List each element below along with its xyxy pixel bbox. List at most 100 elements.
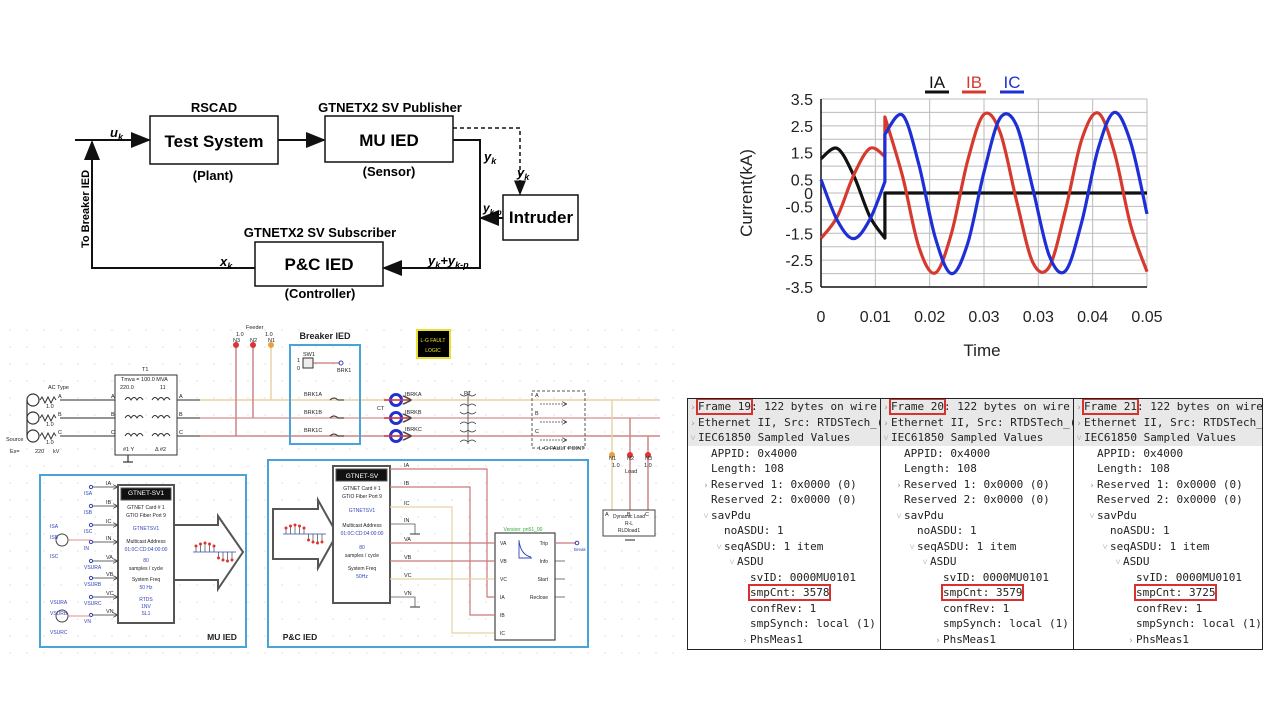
tree-row-asdu[interactable]: ˅ASDU [688,554,880,570]
expand-icon[interactable]: › [1089,480,1095,491]
collapse-icon[interactable]: ˅ [1115,558,1121,568]
collapse-icon[interactable]: ˅ [896,511,902,522]
expand-icon[interactable]: › [1076,418,1082,429]
frame-row[interactable]: ›Frame 20: 122 bytes on wire [881,399,1073,415]
tree-row-savpdu[interactable]: ˅savPdu [881,508,1073,524]
tree-row-svid[interactable]: svID: 0000MU0101 [688,570,880,586]
tree-row-smpsynch[interactable]: smpSynch: local (1) [688,616,880,632]
grid-dot [485,618,487,620]
tree-row-noasdu[interactable]: noASDU: 1 [881,523,1073,539]
tree-row-seqasdu[interactable]: ˅seqASDU: 1 item [688,539,880,555]
tree-row-reserved2[interactable]: Reserved 2: 0x0000 (0) [688,492,880,508]
expand-icon[interactable]: › [690,418,696,429]
tree-row-asdu[interactable]: ˅ASDU [1074,554,1262,570]
grid-dot [94,465,96,467]
collapse-icon[interactable]: ˅ [1089,511,1095,522]
tree-row-svid[interactable]: svID: 0000MU0101 [1074,570,1262,586]
tree-row-noasdu[interactable]: noASDU: 1 [1074,523,1262,539]
tree-row-smpsynch[interactable]: smpSynch: local (1) [881,616,1073,632]
collapse-icon[interactable]: ˅ [690,434,696,444]
tree-row-ethernet[interactable]: ›Ethernet II, Src: RTDSTech_( [688,414,880,430]
collapse-icon[interactable]: ˅ [716,542,722,553]
tree-row-ethernet[interactable]: ›Ethernet II, Src: RTDSTech_( [881,414,1073,430]
grid-dot [570,635,572,637]
expand-icon[interactable]: › [896,480,902,491]
tree-row-reserved1[interactable]: ›Reserved 1: 0x0000 (0) [688,477,880,493]
tree-row-reserved1[interactable]: ›Reserved 1: 0x0000 (0) [1074,477,1262,493]
tree-row-phsmeas[interactable]: ›PhsMeas1 [688,632,880,648]
tree-row-length[interactable]: Length: 108 [688,461,880,477]
y-tick-label: 0 [804,186,813,203]
grid-dot [196,601,198,603]
tree-row-smpcnt[interactable]: smpCnt: 3725 [1074,584,1262,601]
tree-row-appid[interactable]: APPID: 0x4000 [1074,446,1262,462]
frame-row[interactable]: ›Frame 21: 122 bytes on wire [1074,399,1262,415]
tree-row-appid[interactable]: APPID: 0x4000 [881,446,1073,462]
expand-icon[interactable]: › [883,418,889,429]
collapse-icon[interactable]: ˅ [1076,434,1082,444]
tree-row-savpdu[interactable]: ˅savPdu [688,508,880,524]
load-node-label: N3 [645,456,652,462]
grid-dot [655,380,657,382]
sw1-pos: 0 [297,366,300,372]
tree-row-length[interactable]: Length: 108 [881,461,1073,477]
smpcnt-field: smpCnt: 3578 [747,584,832,601]
tree-row-phsmeas[interactable]: ›PhsMeas1 [1074,632,1262,648]
collapse-icon[interactable]: ˅ [922,558,928,568]
expand-icon[interactable]: › [883,403,889,413]
expand-icon[interactable]: › [1128,635,1134,646]
tree-row-svid[interactable]: svID: 0000MU0101 [881,570,1073,586]
tree-row-protocol[interactable]: ˅IEC61850 Sampled Values [688,430,880,446]
tree-row-confrev[interactable]: confRev: 1 [688,601,880,617]
collapse-icon[interactable]: ˅ [883,434,889,444]
grid-dot [349,448,351,450]
tree-row-smpsynch[interactable]: smpSynch: local (1) [1074,616,1262,632]
tree-row-phsmeas[interactable]: ›PhsMeas1 [881,632,1073,648]
load-value: 1.0 [644,463,652,469]
tree-row-confrev[interactable]: confRev: 1 [1074,601,1262,617]
phase-label: B [58,412,62,418]
grid-dot [60,414,62,416]
grid-dot [179,380,181,382]
grid-dot [9,516,11,518]
expand-icon[interactable]: › [742,635,748,646]
tree-row-asdu[interactable]: ˅ASDU [881,554,1073,570]
grid-dot [128,363,130,365]
y-k-dashed-label: yk [516,165,530,182]
collapse-icon[interactable]: ˅ [909,542,915,553]
tree-row-protocol[interactable]: ˅IEC61850 Sampled Values [881,430,1073,446]
expand-icon[interactable]: › [703,480,709,491]
grid-dot [553,346,555,348]
tree-row-protocol[interactable]: ˅IEC61850 Sampled Values [1074,430,1262,446]
tree-row-length[interactable]: Length: 108 [1074,461,1262,477]
tree-row-seqasdu[interactable]: ˅seqASDU: 1 item [881,539,1073,555]
grid-dot [179,431,181,433]
collapse-icon[interactable]: ˅ [1102,542,1108,553]
mu-input-label: ISA [84,491,93,497]
grid-dot [349,652,351,654]
collapse-icon[interactable]: ˅ [703,511,709,522]
collapse-icon[interactable]: ˅ [729,558,735,568]
grid-dot [485,380,487,382]
tree-row-ethernet[interactable]: ›Ethernet II, Src: RTDSTech_( [1074,414,1262,430]
tree-row-smpcnt[interactable]: smpCnt: 3578 [688,584,880,601]
sample-dot [226,559,229,563]
tree-row-confrev[interactable]: confRev: 1 [881,601,1073,617]
expand-icon[interactable]: › [690,403,696,413]
tree-row-reserved2[interactable]: Reserved 2: 0x0000 (0) [1074,492,1262,508]
tree-row-reserved2[interactable]: Reserved 2: 0x0000 (0) [881,492,1073,508]
expand-icon[interactable]: › [1076,403,1082,413]
expand-icon[interactable]: › [935,635,941,646]
grid-dot [434,380,436,382]
grid-dot [128,431,130,433]
grid-dot [400,652,402,654]
tree-row-appid[interactable]: APPID: 0x4000 [688,446,880,462]
tree-row-noasdu[interactable]: noASDU: 1 [688,523,880,539]
tree-row-seqasdu[interactable]: ˅seqASDU: 1 item [1074,539,1262,555]
tree-row-reserved1[interactable]: ›Reserved 1: 0x0000 (0) [881,477,1073,493]
mu-block-text: 01:0C:CD:04:00:00 [125,547,168,553]
tree-row-smpcnt[interactable]: smpCnt: 3579 [881,584,1073,601]
frame-row[interactable]: ›Frame 19: 122 bytes on wire [688,399,880,415]
tree-row-savpdu[interactable]: ˅savPdu [1074,508,1262,524]
